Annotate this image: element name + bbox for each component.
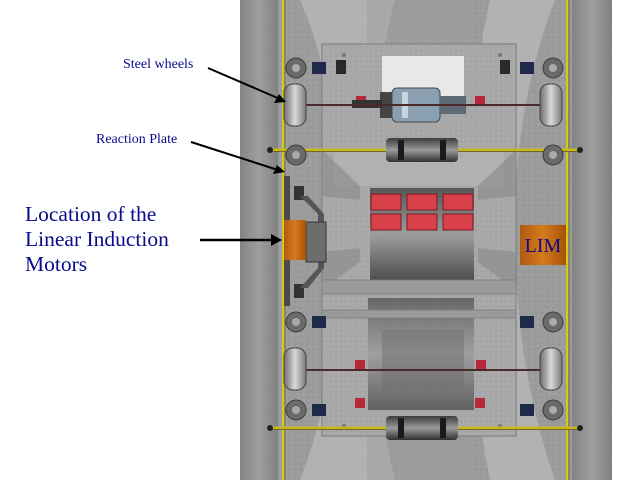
steel-wheels — [283, 57, 564, 421]
lim-location-line-2: Linear Induction — [25, 227, 169, 251]
annotation-arrows — [190, 67, 286, 246]
steel-wheels-label: Steel wheels — [123, 57, 194, 72]
lim-right — [520, 225, 566, 265]
lim-location-line-1: Location of the — [25, 202, 157, 226]
lim-location-label: Location of the Linear Induction Motors — [25, 202, 215, 277]
lim-location-line-3: Motors — [25, 252, 88, 276]
lim-left — [284, 220, 306, 260]
lim-box-label: LIM — [524, 235, 562, 257]
axles — [267, 104, 583, 440]
reaction-plate-label: Reaction Plate — [96, 132, 178, 147]
